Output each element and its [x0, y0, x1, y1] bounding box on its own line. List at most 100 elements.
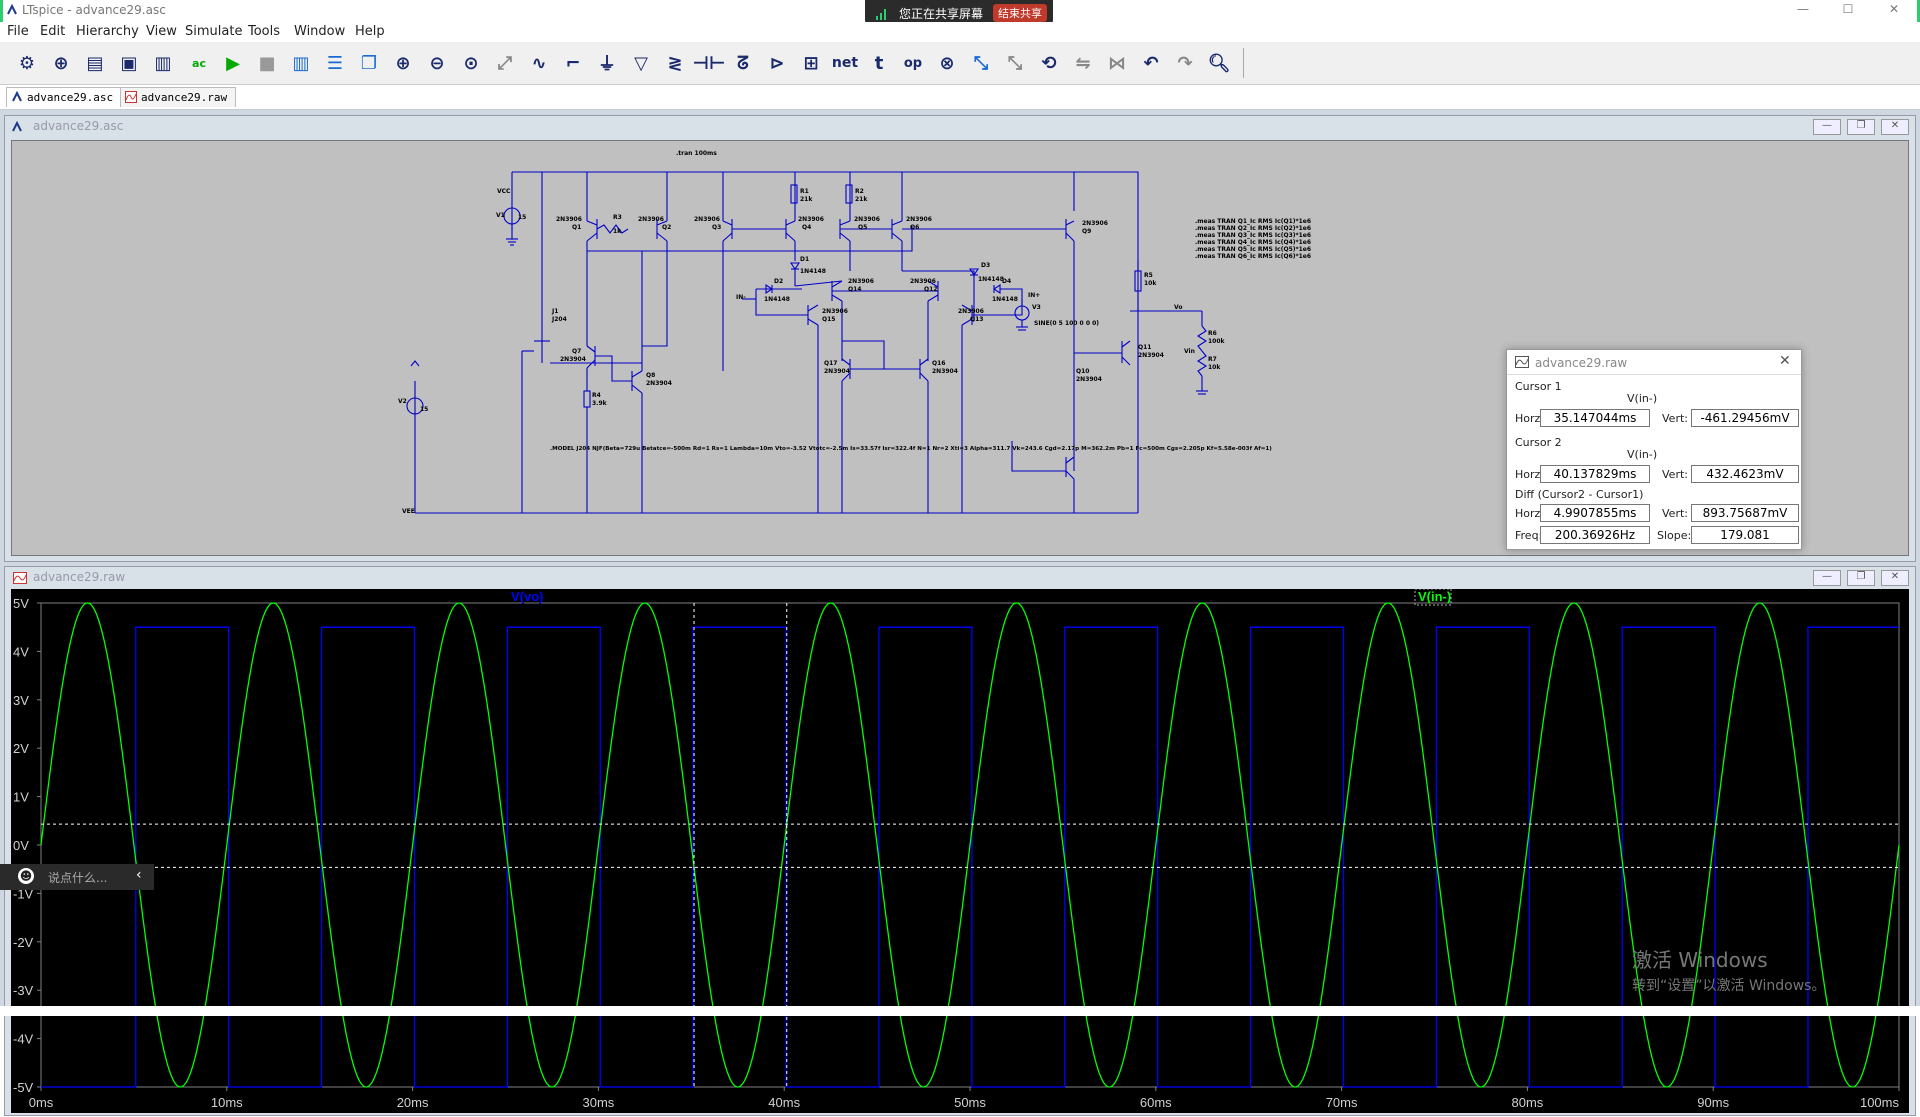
cursor1-vert-value[interactable]: -461.29456mV	[1691, 409, 1799, 427]
cursor2-label: Cursor 2	[1515, 436, 1562, 449]
close-icon[interactable]: ✕	[1779, 353, 1791, 369]
zoom-out-icon[interactable]: ⊖	[429, 52, 445, 74]
run-icon[interactable]: ▶	[226, 52, 240, 74]
autoscale-icon[interactable]: ⤢	[497, 52, 513, 74]
menu-help[interactable]: Help	[355, 24, 385, 39]
menu-file[interactable]: File	[7, 24, 29, 39]
menu-hierarchy[interactable]: Hierarchy	[76, 24, 139, 39]
toolbar: ⚙ ⊕ ▤ ▣ ▥ ac ▶ ■ ▥ ☰ ❐ ⊕ ⊖ ⊙ ⤢ ∿ ⌐ ⏚ ▽ ≷…	[0, 42, 1920, 85]
svg-text:R2: R2	[855, 188, 864, 195]
stop-sharing-button[interactable]: 结束共享	[993, 4, 1047, 22]
svg-text:2N3906: 2N3906	[798, 216, 824, 223]
find-icon[interactable]: 🔍︎	[1207, 52, 1231, 74]
cursor2-horz-value[interactable]: 40.137829ms	[1540, 465, 1650, 483]
svg-text:2N3904: 2N3904	[932, 368, 958, 375]
settings-icon[interactable]: ⚙	[18, 52, 36, 74]
delete-icon[interactable]: ⊗	[939, 52, 955, 74]
diff-horz-value[interactable]: 4.9907855ms	[1540, 504, 1650, 522]
cursor1-horz-value[interactable]: 35.147044ms	[1540, 409, 1650, 427]
slope-label: Slope:	[1657, 529, 1692, 542]
new-schematic-icon[interactable]: ⊕	[53, 52, 69, 74]
label-net-icon[interactable]: ▽	[634, 52, 648, 74]
ground-icon[interactable]: ⏚	[598, 54, 616, 75]
net-label-icon[interactable]: net	[831, 55, 859, 71]
capacitor-icon[interactable]: ⊣⊢	[692, 52, 726, 74]
svg-text:D2: D2	[774, 278, 783, 285]
x-tick-label: 60ms	[1140, 1095, 1172, 1110]
meas-directive: .meas TRAN Q6_Ic RMS Ic(Q6)*1e6	[1195, 253, 1311, 260]
svg-text:Q16: Q16	[932, 360, 945, 367]
control-panel-icon[interactable]: ac	[192, 56, 206, 70]
tile-horizontal-icon[interactable]: ☰	[326, 52, 344, 74]
waveform-close-button[interactable]: ✕	[1881, 570, 1909, 586]
zoom-fit-icon[interactable]: ⊙	[463, 52, 479, 74]
rotate-icon[interactable]: ⟲	[1041, 52, 1057, 74]
tab-advance29-asc[interactable]: advance29.asc	[6, 87, 123, 107]
waveform-restore-button[interactable]: ❐	[1847, 570, 1875, 586]
waveform-file-icon	[125, 91, 137, 103]
svg-text:10k: 10k	[1144, 280, 1157, 287]
print-icon[interactable]: ▥	[154, 52, 172, 74]
resistor-icon[interactable]: ≷	[667, 52, 683, 74]
schematic-restore-button[interactable]: ❐	[1847, 119, 1875, 135]
schematic-minimize-button[interactable]: —	[1813, 119, 1841, 135]
meas-directive: .meas TRAN Q2_Ic RMS Ic(Q2)*1e6	[1195, 225, 1311, 232]
svg-text:R7: R7	[1208, 356, 1217, 363]
svg-text:2N3904: 2N3904	[824, 368, 850, 375]
svg-text:2N3906: 2N3906	[638, 216, 664, 223]
svg-text:2N3906: 2N3906	[958, 308, 984, 315]
menu-edit[interactable]: Edit	[40, 24, 66, 39]
halt-icon[interactable]: ■	[258, 52, 276, 74]
maximize-button[interactable]: ☐	[1842, 2, 1854, 16]
menu-simulate[interactable]: Simulate	[185, 24, 243, 39]
y-tick-label: 5V	[13, 596, 29, 611]
cursor2-vert-value[interactable]: 432.4623mV	[1691, 465, 1799, 483]
close-window-button[interactable]: ✕	[1888, 2, 1900, 16]
menu-window[interactable]: Window	[294, 24, 346, 39]
diff-freq-value[interactable]: 200.36926Hz	[1540, 526, 1650, 544]
collapse-icon[interactable]: ‹	[136, 867, 142, 883]
spice-directive-icon[interactable]: op	[903, 55, 923, 71]
minimize-button[interactable]: —	[1797, 2, 1809, 16]
waveform-minimize-button[interactable]: —	[1813, 570, 1841, 586]
open-icon[interactable]: ▤	[86, 52, 104, 74]
inductor-icon[interactable]: ᘔ	[737, 52, 749, 74]
model-directive: .MODEL J204 NJF(Beta=729u Betatce=-500m …	[550, 446, 1272, 452]
menu-tools[interactable]: Tools	[248, 24, 281, 39]
mirror-icon[interactable]: ⇋	[1075, 52, 1091, 74]
cascade-icon[interactable]: ❐	[360, 52, 378, 74]
tile-vertical-icon[interactable]: ▥	[292, 52, 310, 74]
waveform-window-title: advance29.raw	[33, 570, 126, 584]
zoom-in-icon[interactable]: ⊕	[395, 52, 411, 74]
redo-icon[interactable]: ↷	[1177, 52, 1193, 74]
svg-text:15: 15	[518, 214, 526, 221]
text-icon[interactable]: t	[874, 52, 884, 74]
diff-vert-value[interactable]: 893.75687mV	[1691, 504, 1799, 522]
schematic-close-button[interactable]: ✕	[1881, 119, 1909, 135]
save-icon[interactable]: ▣	[120, 52, 138, 74]
svg-text:D3: D3	[981, 262, 990, 269]
waveform-icon[interactable]: ∿	[531, 52, 547, 74]
svg-text:21k: 21k	[800, 196, 813, 203]
chat-input[interactable]: 说点什么...	[48, 871, 108, 885]
tab-advance29-raw[interactable]: advance29.raw	[120, 87, 237, 107]
move-icon[interactable]: ⤡	[973, 52, 989, 74]
component-icon[interactable]: ⊞	[803, 52, 819, 74]
diff-slope-value[interactable]: 179.081	[1691, 526, 1799, 544]
drag-icon[interactable]: ⤡	[1007, 52, 1023, 74]
x-tick-label: 10ms	[211, 1095, 243, 1110]
svg-text:V2: V2	[398, 398, 407, 405]
chat-widget[interactable]: ☻ 说点什么... ‹	[0, 864, 154, 890]
svg-text:10k: 10k	[1208, 364, 1221, 371]
drag-wire-icon[interactable]: ⋈	[1108, 52, 1126, 74]
chat-icon: ☻	[18, 868, 34, 884]
undo-icon[interactable]: ↶	[1143, 52, 1159, 74]
diode-icon[interactable]: ⊳	[769, 52, 785, 74]
menu-view[interactable]: View	[146, 24, 177, 39]
y-tick-label: 0V	[13, 838, 29, 853]
horz-label: Horz:	[1515, 507, 1545, 520]
wire-icon[interactable]: ⌐	[565, 52, 581, 74]
share-status: 您正在共享屏幕	[899, 7, 984, 21]
